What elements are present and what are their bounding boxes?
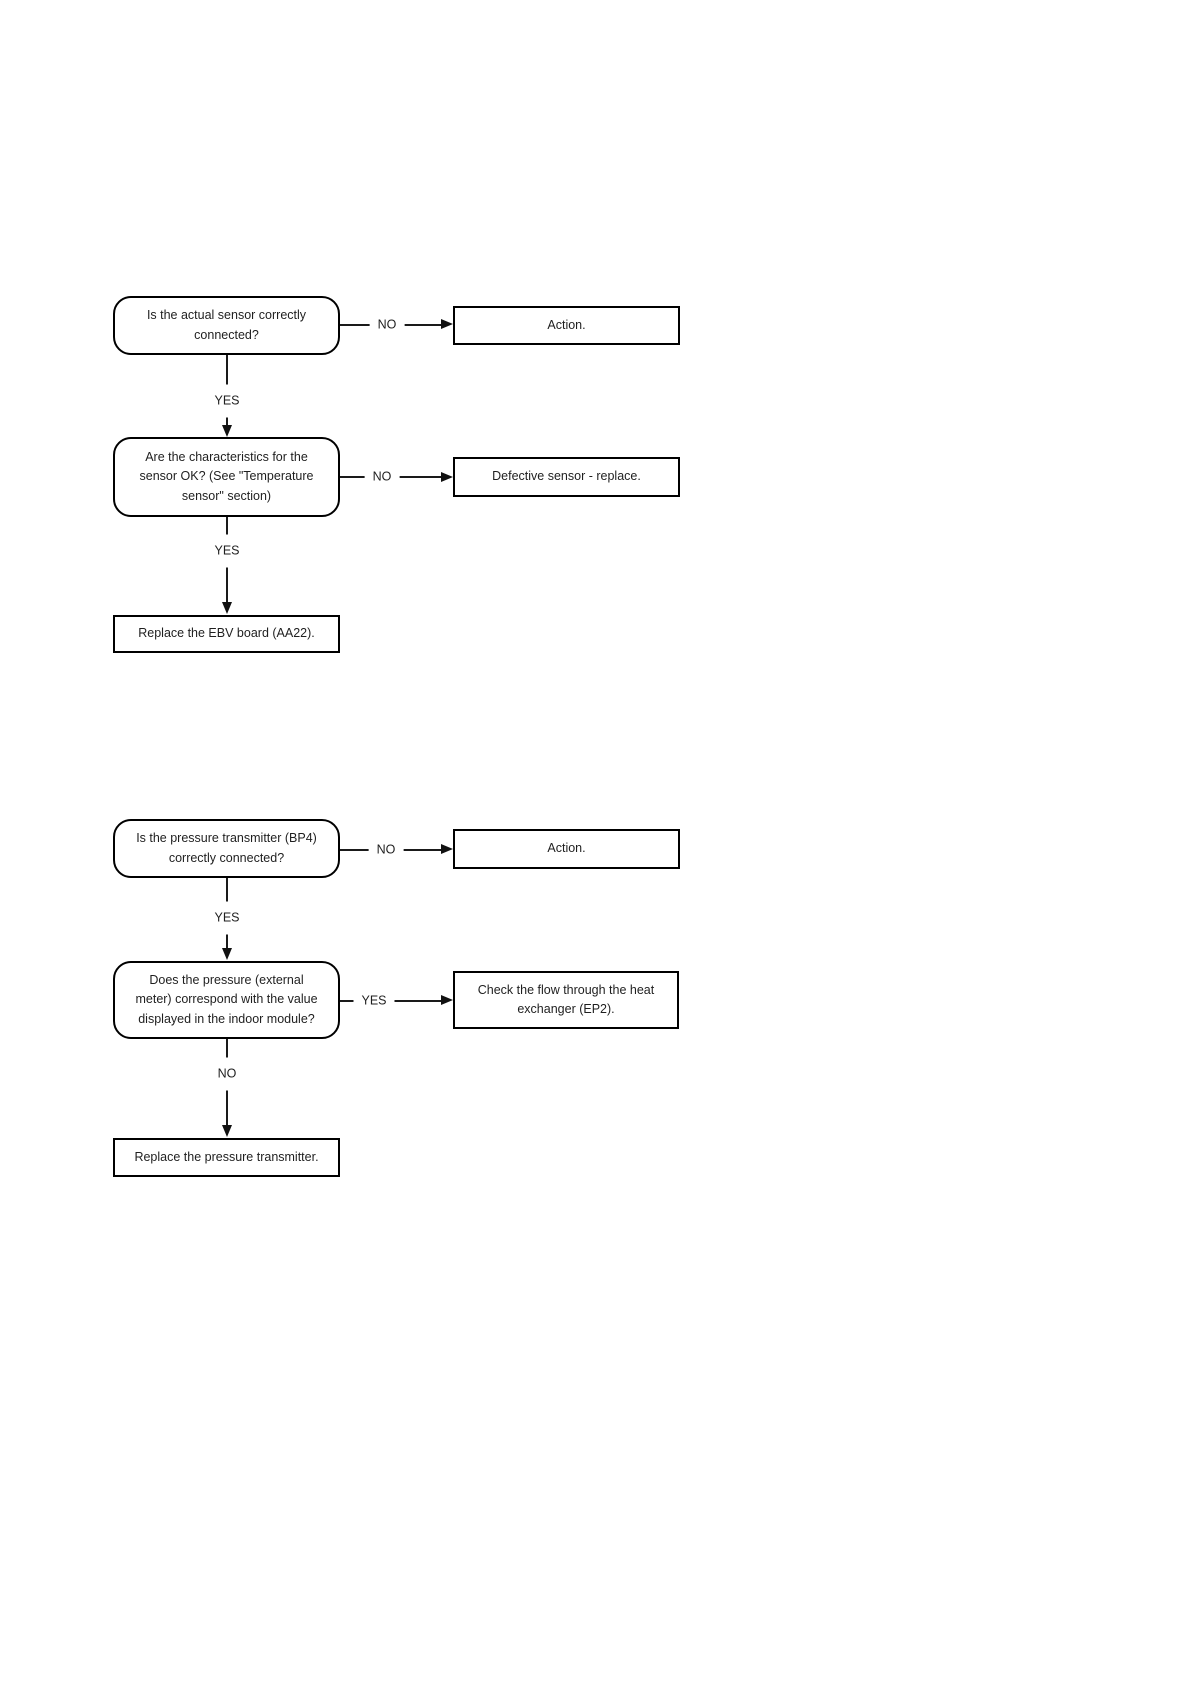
- node-text: exchanger (EP2).: [517, 1002, 615, 1016]
- edge-label-no: NO: [369, 315, 405, 334]
- arrowhead-icon: [441, 471, 453, 482]
- node-text: Is the actual sensor correctly: [146, 308, 307, 322]
- node-text: Are the characteristics for the: [145, 449, 308, 464]
- decision-box: Does the pressure (external meter) corres…: [113, 961, 340, 1039]
- arrowhead-icon: [441, 844, 453, 854]
- node-text: Action.: [547, 841, 586, 856]
- action-box: Replace the EBV board (AA22).: [113, 615, 340, 653]
- edge-label-yes: YES: [211, 384, 243, 418]
- node-text: Replace the EBV board (AA22).: [138, 626, 315, 641]
- node-text: displayed in the indoor module?: [138, 1011, 315, 1026]
- node-text: sensor" section): [181, 488, 272, 503]
- node-text: Action.: [547, 317, 586, 332]
- node-text: Check the flow through the heat: [477, 982, 655, 997]
- action-box: Replace the pressure transmitter.: [113, 1138, 340, 1177]
- action-box: Action.: [453, 829, 680, 869]
- node-text: Replace the pressure transmitter.: [134, 1149, 319, 1164]
- edge-label-yes: YES: [353, 991, 395, 1010]
- decision-box: Are the characteristics for the sensor OK…: [113, 437, 340, 517]
- node-text: Defective sensor - replace.: [492, 469, 641, 484]
- decision-box: Is the pressure transmitter (BP4) correct…: [113, 819, 340, 878]
- node-text: Does the pressure (external: [149, 972, 304, 987]
- node-text: connected?: [194, 327, 259, 342]
- edge-label-no: NO: [364, 467, 400, 487]
- arrowhead-icon: [221, 602, 232, 614]
- edge-label-yes: YES: [211, 534, 243, 568]
- node-text: Is the pressure transmitter (BP4): [136, 831, 317, 845]
- arrowhead-icon: [441, 995, 453, 1005]
- action-box: Check the flow through the heat exchanger…: [453, 971, 679, 1029]
- node-text: sensor OK? (See "Temperature: [139, 469, 314, 484]
- node-text: meter) correspond with the value: [135, 992, 318, 1007]
- action-box: Action.: [453, 306, 680, 345]
- edge-label-no: NO: [214, 1057, 240, 1091]
- node-text: correctly connected?: [168, 850, 285, 865]
- arrowhead-icon: [221, 1125, 232, 1137]
- arrowhead-icon: [441, 319, 453, 329]
- edge-label-yes: YES: [211, 901, 243, 935]
- action-box: Defective sensor - replace.: [453, 457, 680, 497]
- edge-label-no: NO: [368, 840, 404, 859]
- decision-box: Is the actual sensor correctly connected?: [113, 296, 340, 355]
- arrowhead-icon: [221, 425, 232, 437]
- arrowhead-icon: [221, 948, 232, 960]
